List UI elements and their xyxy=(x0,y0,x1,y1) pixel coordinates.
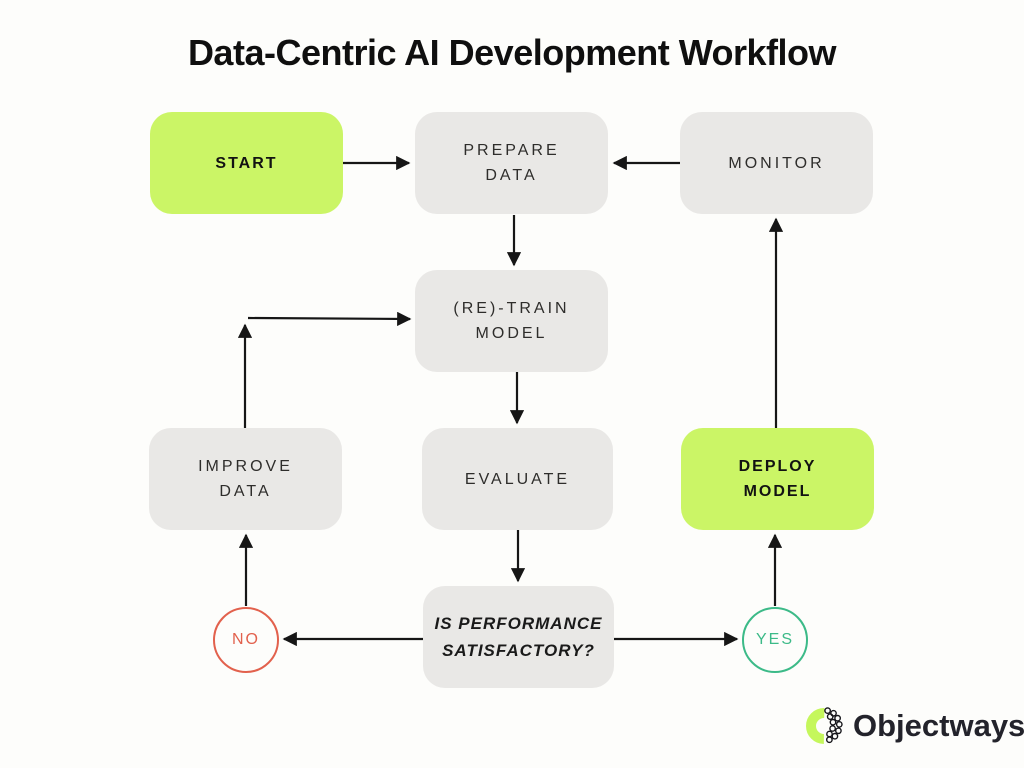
node-monitor: MONITOR xyxy=(680,112,873,214)
node-decision-label: IS PERFORMANCE SATISFACTORY? xyxy=(434,614,603,660)
node-yes: YES xyxy=(742,607,808,673)
node-improve-data: IMPROVE DATA xyxy=(149,428,342,530)
node-yes-label: YES xyxy=(755,631,794,648)
node-improve-data-label: IMPROVE DATA xyxy=(198,458,293,500)
node-no-label: NO xyxy=(232,631,260,648)
node-deploy-model: DEPLOY MODEL xyxy=(681,428,874,530)
node-retrain-model-label: (RE)-TRAIN MODEL xyxy=(453,300,570,342)
node-monitor-label: MONITOR xyxy=(728,154,825,172)
node-deploy-model-label: DEPLOY MODEL xyxy=(738,458,817,500)
edge-corner-to-retrain xyxy=(247,311,412,327)
node-no: NO xyxy=(213,607,279,673)
node-prepare-data-label: PREPARE DATA xyxy=(463,142,560,184)
node-start-label: START xyxy=(215,154,278,172)
objectways-logo-text: Objectways xyxy=(853,708,1024,743)
page-title: Data-Centric AI Development Workflow xyxy=(187,32,837,73)
node-decision: IS PERFORMANCE SATISFACTORY? xyxy=(423,586,614,688)
node-retrain-model: (RE)-TRAIN MODEL xyxy=(415,270,608,372)
node-evaluate-label: EVALUATE xyxy=(464,470,571,488)
objectways-logo-icon xyxy=(806,707,843,744)
objectways-logo: Objectways xyxy=(803,705,1024,747)
node-evaluate: EVALUATE xyxy=(422,428,613,530)
node-prepare-data: PREPARE DATA xyxy=(415,112,608,214)
node-start: START xyxy=(150,112,343,214)
